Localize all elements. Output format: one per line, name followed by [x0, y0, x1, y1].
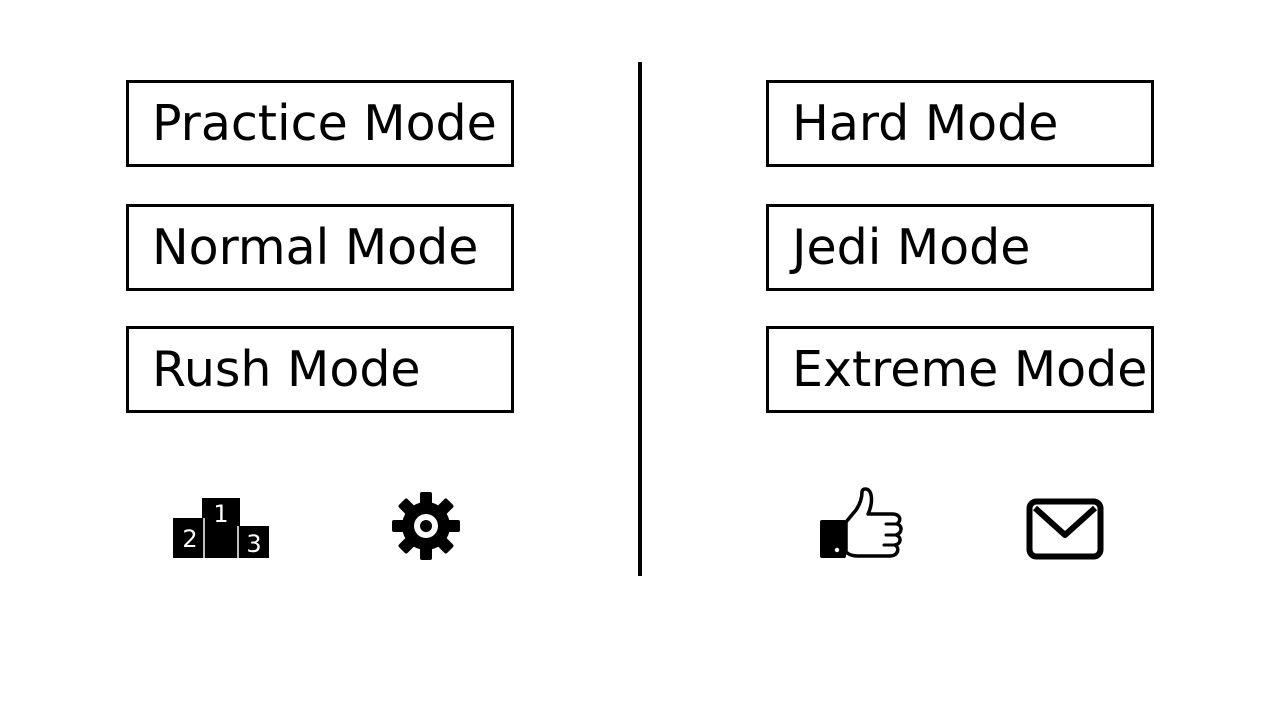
podium-third-label: 3 [246, 530, 261, 558]
normal-mode-button[interactable]: Normal Mode [126, 204, 514, 291]
hard-mode-button[interactable]: Hard Mode [766, 80, 1154, 167]
settings-button[interactable] [390, 490, 462, 562]
thumbs-up-icon [820, 487, 903, 558]
podium-second-label: 2 [182, 525, 197, 553]
jedi-mode-button[interactable]: Jedi Mode [766, 204, 1154, 291]
center-divider [638, 62, 642, 576]
podium-icon: 1 2 3 [173, 498, 269, 558]
practice-mode-button[interactable]: Practice Mode [126, 80, 514, 167]
extreme-mode-button[interactable]: Extreme Mode [766, 326, 1154, 413]
like-button[interactable] [816, 486, 904, 562]
gear-icon [392, 492, 460, 560]
podium-first-label: 1 [213, 500, 228, 528]
envelope-icon [1026, 498, 1104, 560]
rush-mode-button[interactable]: Rush Mode [126, 326, 514, 413]
mail-button[interactable] [1026, 498, 1104, 560]
leaderboard-button[interactable]: 1 2 3 [172, 496, 270, 560]
